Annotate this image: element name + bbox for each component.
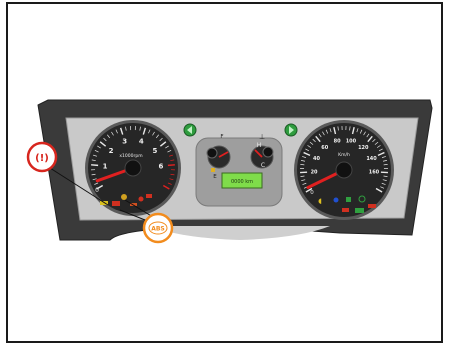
center-cluster: F E H C ⊥ 0000 km — [196, 133, 282, 206]
car-lamp-green — [355, 208, 364, 213]
tachometer-tick-label: 3 — [122, 138, 127, 146]
tachometer-tick — [91, 165, 98, 166]
speedometer-tick-label: 60 — [321, 145, 328, 151]
car-lamp-red — [342, 208, 349, 212]
speedometer: 20 4060 80 100120 140 160 Km/h 0 ◖ — [294, 120, 394, 220]
odometer-text: 0000 km — [231, 179, 253, 185]
temp-gauge-hub — [263, 147, 273, 157]
speedometer-hub — [336, 162, 352, 178]
speedometer-tick-label: 20 — [311, 169, 318, 175]
fog-lamp — [346, 197, 351, 202]
fuel-empty-label: E — [213, 174, 217, 180]
speedometer-tick-label: 120 — [358, 145, 369, 151]
hazard-lamp — [368, 204, 376, 208]
fuel-pump-icon — [211, 168, 215, 172]
speedometer-unit-label: Km/h — [338, 152, 350, 158]
brake-warning-callout: (!) — [28, 143, 56, 171]
temp-cold-label: C — [261, 162, 265, 169]
speedometer-tick-label: 160 — [369, 169, 380, 175]
tachometer-tick-label: 1 — [103, 162, 108, 170]
abs-warning-icon: ABS — [151, 226, 165, 233]
tachometer-tick-label: 5 — [152, 147, 157, 155]
abs-warning-callout: ABS — [144, 214, 172, 242]
fuel-full-label: F — [220, 134, 223, 140]
temp-hot-label: H — [257, 142, 262, 149]
light-indicator-icon: ◖ — [318, 197, 322, 205]
speedometer-tick-label: 40 — [313, 156, 320, 162]
high-beam-lamp — [334, 198, 339, 203]
engine-lamp — [121, 194, 127, 200]
speedometer-tick-label: 140 — [366, 156, 377, 162]
tachometer: 123 456 x1000rpm 0 — [85, 120, 181, 216]
tachometer-tick-label: 6 — [158, 162, 163, 170]
door-lamp — [146, 194, 152, 198]
tachometer-unit-label: x1000rpm — [119, 153, 142, 159]
battery-lamp — [112, 201, 120, 206]
speedometer-tick-label: 100 — [346, 139, 357, 145]
tachometer-hub — [125, 160, 141, 176]
coolant-temp-icon: ⊥ — [259, 133, 265, 141]
tachometer-tick-label: 2 — [109, 147, 114, 155]
dashboard-lower-lip — [150, 226, 330, 240]
tachometer-tick-label: 4 — [139, 138, 144, 146]
speedometer-tick-label: 80 — [334, 139, 341, 145]
tachometer-zero-label: 0 — [95, 187, 99, 194]
tachometer-tick — [168, 165, 175, 166]
fuel-gauge-hub — [207, 148, 217, 158]
speedometer-zero-label: 0 — [310, 190, 314, 196]
seatbelt-lamp — [139, 197, 144, 202]
brake-warning-icon: (!) — [35, 153, 49, 164]
